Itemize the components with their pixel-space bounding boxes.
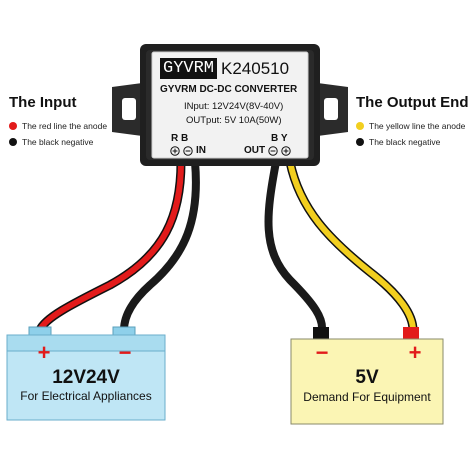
converter-title: GYVRM DC-DC CONVERTER bbox=[160, 84, 298, 95]
source-battery-box bbox=[6, 326, 166, 421]
black-dot-icon bbox=[9, 138, 17, 146]
brand-logo-text: GYVRM bbox=[160, 58, 218, 79]
source-caption: For Electrical Appliances bbox=[20, 389, 152, 403]
yellow-dot-icon bbox=[356, 122, 364, 130]
load-voltage: 5V bbox=[355, 367, 379, 388]
load-positive-sign: + bbox=[408, 340, 422, 365]
input-legend-black-text: The black negative bbox=[22, 137, 94, 147]
output-legend-yellow-text: The yellow line the anode bbox=[369, 121, 466, 131]
in-terminal-row: IN bbox=[170, 145, 206, 156]
input-spec: INput: 12V24V(8V-40V) bbox=[184, 101, 284, 112]
input-legend-black: The black negative bbox=[9, 137, 93, 147]
input-legend-red-text: The red line the anode bbox=[22, 121, 108, 131]
out-terminal-label: OUT bbox=[244, 145, 266, 156]
converter-label-header: GYVRM K240510 bbox=[160, 58, 289, 79]
output-black-wire bbox=[264, 158, 327, 334]
model-number: K240510 bbox=[221, 59, 290, 78]
input-black-wire bbox=[120, 158, 200, 334]
input-heading: The Input bbox=[9, 94, 77, 111]
minus-circle-icon bbox=[183, 145, 193, 156]
load-caption: Demand For Equipment bbox=[303, 390, 431, 404]
in-terminal-letters: R B bbox=[171, 133, 189, 144]
load-negative-sign: − bbox=[315, 340, 329, 365]
out-terminal-row: OUT bbox=[244, 145, 291, 156]
plus-circle-icon bbox=[281, 145, 291, 156]
black-dot-icon bbox=[356, 138, 364, 146]
load-battery-box bbox=[290, 327, 444, 425]
output-legend-black: The black negative bbox=[356, 137, 440, 147]
output-heading: The Output End bbox=[356, 94, 469, 111]
input-legend-red: The red line the anode bbox=[9, 121, 107, 131]
out-terminal-letters: B Y bbox=[271, 133, 288, 144]
plus-circle-icon bbox=[170, 145, 180, 156]
output-legend-yellow: The yellow line the anode bbox=[356, 121, 465, 131]
source-positive-sign: + bbox=[37, 340, 51, 365]
source-negative-sign: − bbox=[118, 340, 132, 365]
source-voltage: 12V24V bbox=[52, 367, 120, 388]
red-dot-icon bbox=[9, 122, 17, 130]
in-terminal-label: IN bbox=[196, 145, 206, 156]
minus-circle-icon bbox=[268, 145, 278, 156]
output-legend-black-text: The black negative bbox=[369, 137, 441, 147]
output-spec: OUTput: 5V 10A(50W) bbox=[186, 115, 282, 126]
